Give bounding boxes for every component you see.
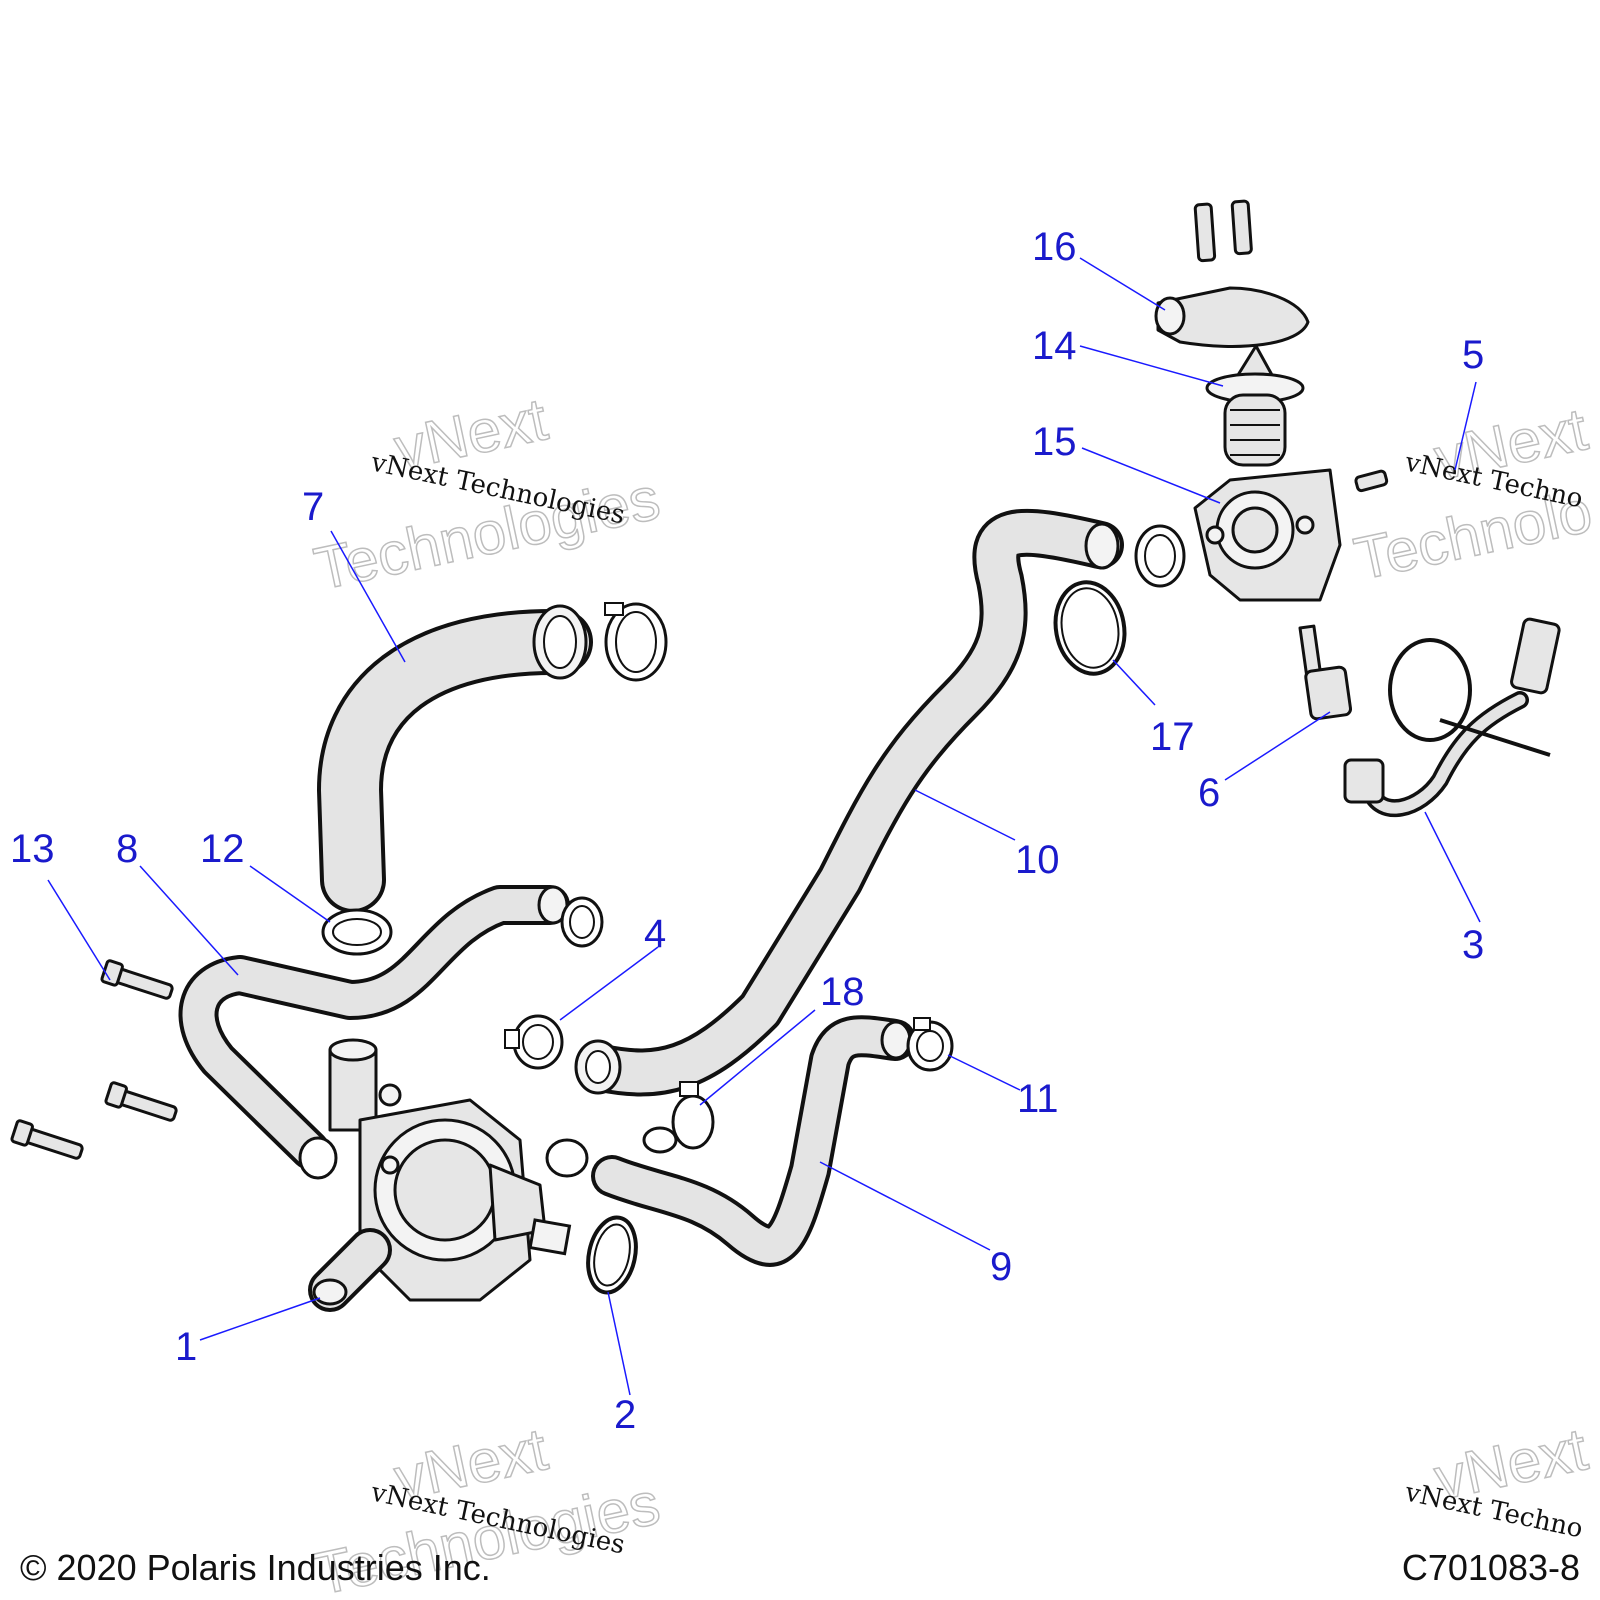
- part-4-clamp: [504, 1014, 564, 1070]
- copyright-text: © 2020 Polaris Industries Inc.: [20, 1547, 491, 1588]
- callout-12: 12: [200, 827, 245, 871]
- leader-10: [914, 789, 1016, 841]
- leader-8: [139, 865, 239, 976]
- leader-9: [819, 1161, 991, 1251]
- watermark-top-left: vNext Technologies vNext Technologies: [308, 384, 666, 603]
- bolt-1: [100, 959, 174, 1000]
- callout-7: 7: [302, 485, 324, 529]
- leader-16: [1079, 257, 1166, 311]
- leader-3: [1424, 811, 1481, 923]
- watermark-bottom-right: vNext vNext Techno: [1402, 1414, 1594, 1544]
- part-16-thermostat-cover: [1154, 199, 1310, 348]
- part-11-clamp: [906, 1017, 954, 1072]
- part-6-temperature-sensor: [1298, 624, 1353, 721]
- part-7-upper-hose: [317, 604, 593, 913]
- part-12-clamp: [321, 908, 393, 956]
- callout-9: 9: [990, 1245, 1012, 1289]
- callout-13: 13: [10, 827, 55, 871]
- part-clamp-10: [1134, 524, 1186, 588]
- part-3-wire-harness: [1343, 617, 1561, 817]
- bolt-2: [104, 1081, 178, 1122]
- part-8-hose: [178, 885, 570, 1170]
- leader-5: [1454, 381, 1477, 471]
- leader-13: [47, 879, 111, 981]
- callout-4: 4: [644, 912, 666, 956]
- part-9-hose: [591, 1015, 916, 1267]
- part-13-bolts: [10, 959, 178, 1160]
- part-1-water-pump: [308, 1038, 572, 1312]
- callout-5: 5: [1462, 333, 1484, 377]
- leader-lines: [47, 257, 1481, 1396]
- leader-7: [330, 530, 406, 663]
- leader-14: [1079, 345, 1224, 387]
- leader-12: [249, 865, 331, 923]
- leader-1: [199, 1297, 321, 1341]
- part-14-thermostat: [1205, 344, 1305, 467]
- part-10-long-hose: [574, 508, 1124, 1097]
- callout-15: 15: [1032, 420, 1077, 464]
- part-clamp-8: [560, 896, 604, 948]
- callout-2: 2: [614, 1393, 636, 1437]
- part-17-o-ring: [1053, 580, 1127, 676]
- callout-11: 11: [1017, 1077, 1059, 1121]
- leader-4: [559, 946, 659, 1021]
- leader-2: [607, 1291, 631, 1396]
- watermark-top-right: vNext Technolo vNext Techno: [1348, 394, 1598, 593]
- part-15-thermostat-housing: [1193, 468, 1389, 602]
- part-18-clamp: [642, 1081, 715, 1154]
- drawing-number: C701083-8: [1402, 1547, 1580, 1588]
- part-clamp-7: [604, 602, 668, 682]
- bolt-3: [10, 1119, 84, 1160]
- leader-18: [699, 1009, 816, 1106]
- part-clamp-pump: [298, 1136, 589, 1180]
- leader-17: [1112, 659, 1156, 706]
- callout-1: 1: [175, 1325, 197, 1369]
- leader-6: [1224, 711, 1331, 781]
- callout-10: 10: [1015, 838, 1060, 882]
- callout-6: 6: [1198, 771, 1220, 815]
- leader-11: [947, 1054, 1021, 1091]
- part-2-o-ring: [586, 1215, 638, 1295]
- callout-numbers: 1 2 3 4 5 6 7 8 9 10 11 12 13 14 15 16 1…: [10, 225, 1484, 1437]
- callout-18: 18: [820, 970, 865, 1014]
- callout-14: 14: [1032, 324, 1077, 368]
- callout-17: 17: [1150, 715, 1195, 759]
- callout-8: 8: [116, 827, 138, 871]
- callout-3: 3: [1462, 923, 1484, 967]
- leader-15: [1081, 447, 1221, 504]
- callout-16: 16: [1032, 225, 1077, 269]
